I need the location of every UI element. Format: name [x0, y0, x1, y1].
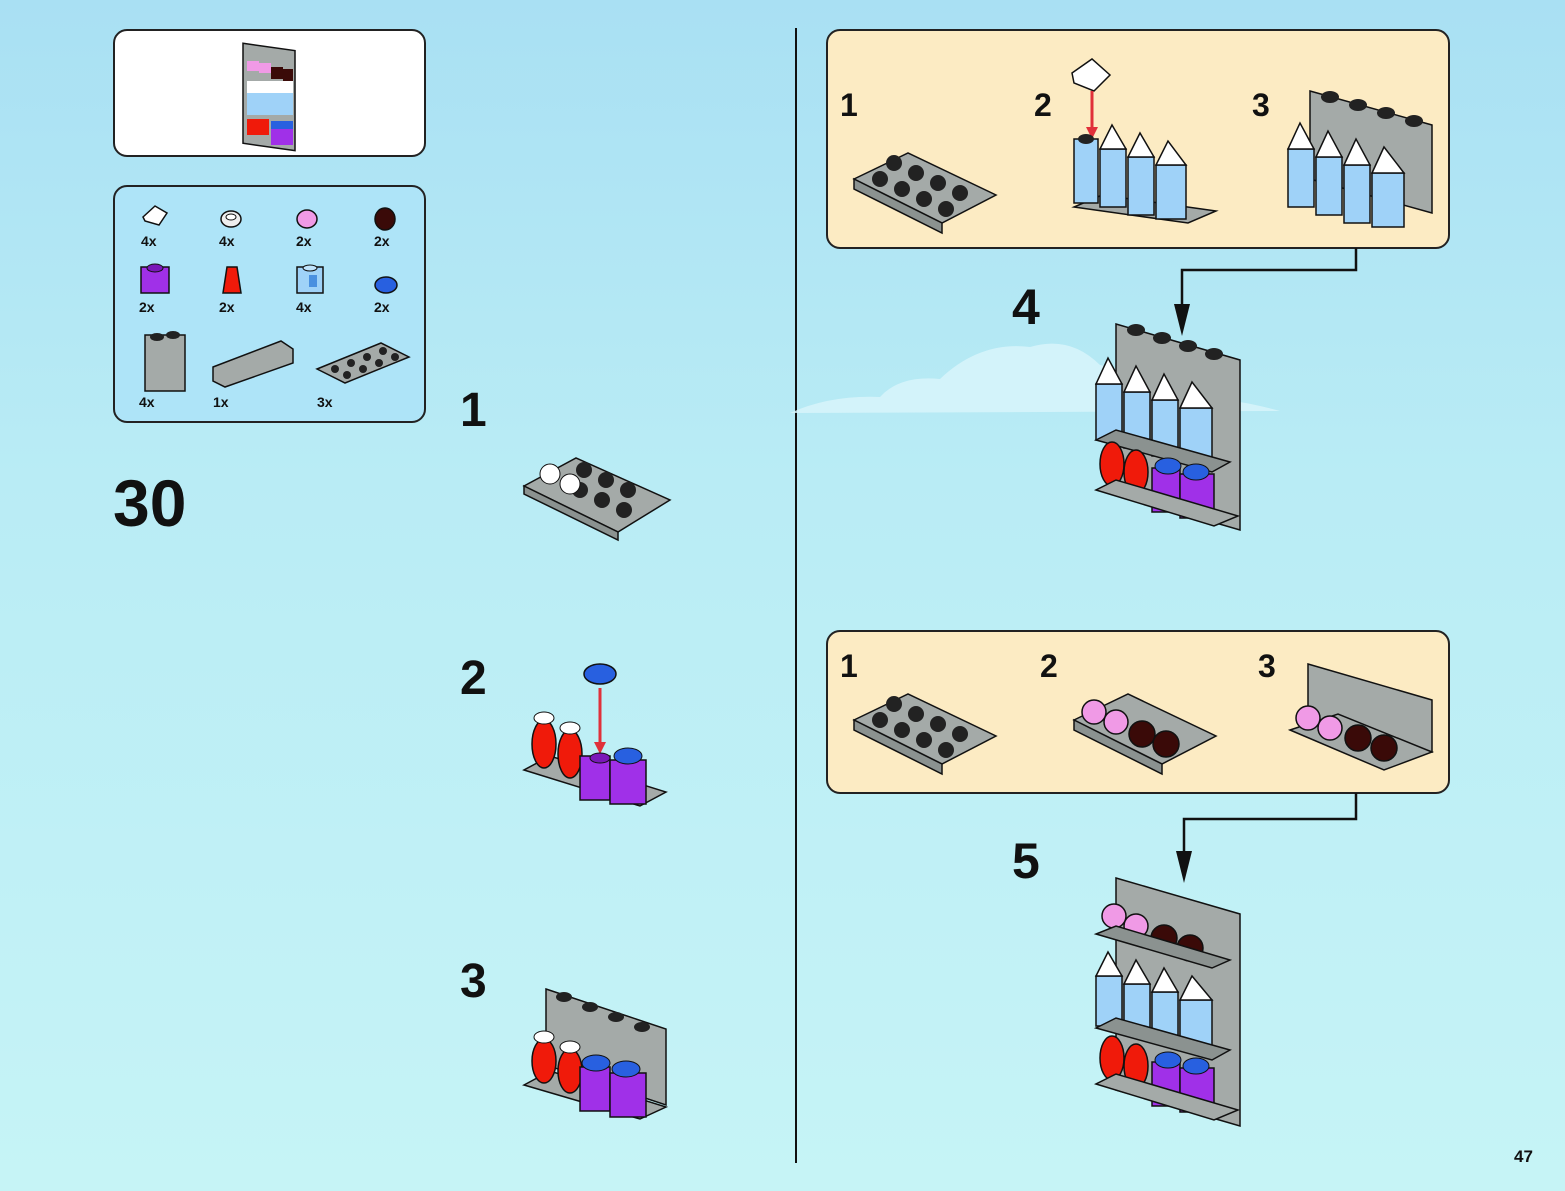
substep-3-label: 3	[1252, 87, 1270, 123]
part-blue-tile	[373, 275, 399, 300]
substep-panel-bottom: 1 2 3	[826, 630, 1450, 794]
part-white-slope	[139, 203, 171, 234]
left-step-2-illustration	[522, 663, 668, 807]
substep-1-label: 1	[840, 648, 858, 684]
part-grey-panel	[139, 327, 189, 398]
white-slope-icon	[142, 205, 169, 226]
part-trans-clear-plate	[219, 209, 243, 234]
blue-round-tile-icon	[374, 276, 398, 294]
main-step-4-label: 4	[1012, 279, 1040, 335]
column-divider	[795, 28, 797, 1163]
dark-red-plate-icon	[374, 207, 396, 231]
part-light-blue-brick	[295, 261, 325, 300]
grey-panel-icon	[144, 331, 186, 392]
main-step-4-illustration	[1093, 323, 1241, 531]
pink-plate-icon	[296, 209, 318, 229]
red-cone-icon	[222, 266, 242, 294]
part-grey-plate	[315, 337, 411, 392]
purple-brick-icon	[140, 263, 170, 294]
substep-1-illustration	[852, 693, 998, 776]
part-qty: 2x	[374, 233, 390, 249]
main-step-5-illustration	[1093, 877, 1241, 1127]
grey-modified-brick-icon	[212, 340, 294, 388]
left-step-3-illustration	[522, 987, 669, 1120]
part-qty: 4x	[139, 394, 155, 410]
page-number: 47	[1514, 1147, 1533, 1166]
step-number: 30	[113, 466, 187, 540]
part-qty: 4x	[296, 299, 312, 315]
part-dark-red-plate	[373, 207, 397, 236]
substep-1-label: 1	[840, 87, 858, 123]
part-grey-modified-brick	[211, 337, 297, 392]
substep-3-illustration	[1287, 663, 1435, 771]
model-preview-panel	[113, 29, 426, 157]
left-step-3-label: 3	[460, 955, 487, 1008]
part-qty: 2x	[219, 299, 235, 315]
part-qty: 4x	[219, 233, 235, 249]
substep-panel-top: 1 2 3	[826, 29, 1450, 249]
substep-3-illustration	[1286, 90, 1433, 228]
part-qty: 2x	[139, 299, 155, 315]
part-qty: 1x	[213, 394, 229, 410]
grey-plate-icon	[315, 342, 411, 384]
part-qty: 4x	[141, 233, 157, 249]
connector-arrow-top	[1174, 248, 1358, 336]
part-purple-brick	[139, 261, 171, 300]
substep-2-label: 2	[1034, 87, 1052, 123]
part-red-cone	[219, 263, 245, 302]
left-step-1-label: 1	[460, 384, 487, 437]
substep-2-label: 2	[1040, 648, 1058, 684]
parts-list-panel: 4x 4x 2x 2x 2x 2x 4x 2x 4x 1x 3x	[113, 185, 426, 423]
substep-2-illustration	[1071, 58, 1219, 224]
main-step-5-label: 5	[1012, 833, 1040, 889]
part-qty: 2x	[374, 299, 390, 315]
substep-3-label: 3	[1258, 648, 1276, 684]
part-qty: 2x	[296, 233, 312, 249]
substep-2-illustration	[1072, 693, 1218, 776]
left-step-2-label: 2	[460, 652, 487, 705]
part-pink-plate	[295, 207, 319, 234]
part-qty: 3x	[317, 394, 333, 410]
substep-1-illustration	[852, 152, 998, 235]
connector-arrow-bottom	[1176, 793, 1358, 883]
left-step-1-illustration	[522, 457, 672, 542]
light-blue-printed-brick-icon	[296, 264, 324, 294]
trans-clear-plate-icon	[220, 210, 242, 228]
shelf-preview-image	[242, 42, 296, 152]
